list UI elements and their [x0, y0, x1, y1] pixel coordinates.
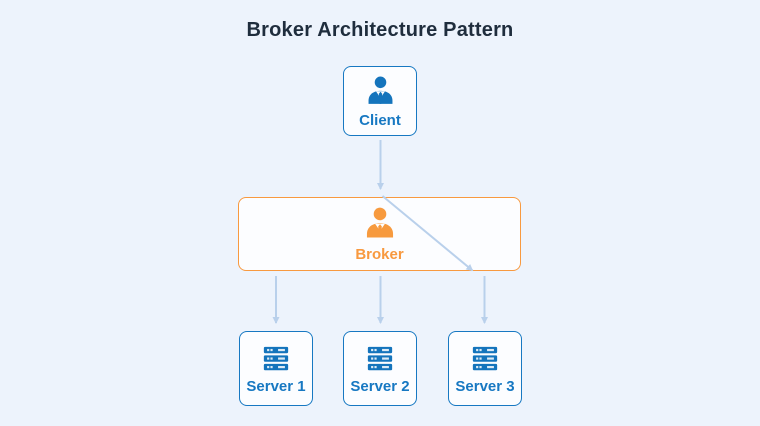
node-server1-label: Server 1 — [246, 378, 306, 395]
server-rack-icon — [367, 346, 393, 371]
diagram-title: Broker Architecture Pattern — [246, 19, 514, 41]
node-server3: Server 3 — [448, 331, 522, 406]
node-server2-label: Server 2 — [350, 378, 410, 395]
node-client: Client — [343, 66, 417, 136]
node-broker: Broker — [238, 197, 521, 271]
server-rack-icon — [263, 346, 289, 371]
node-server2: Server 2 — [343, 331, 417, 406]
person-icon — [368, 76, 392, 104]
node-client-label: Client — [359, 111, 401, 129]
node-server3-label: Server 3 — [455, 378, 515, 395]
person-icon — [366, 207, 393, 238]
server-rack-icon — [472, 346, 498, 371]
node-broker-label: Broker — [355, 246, 404, 263]
node-server1: Server 1 — [239, 331, 313, 406]
